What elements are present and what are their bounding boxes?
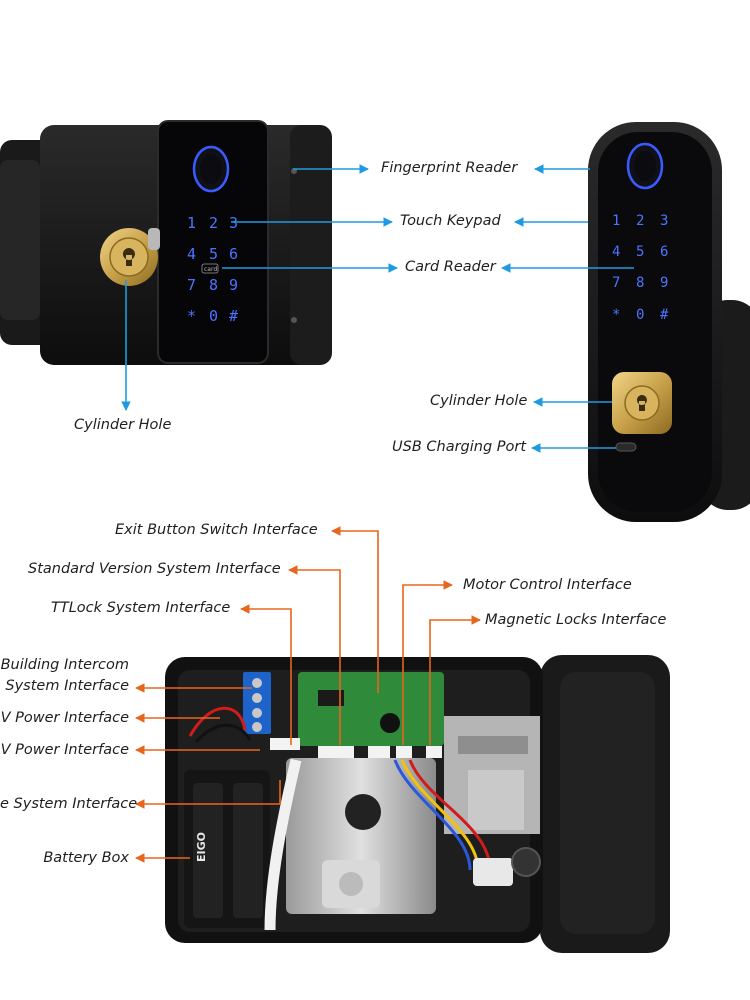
key-7: 7 <box>612 275 620 291</box>
key-7: 7 <box>187 276 196 294</box>
key-4: 4 <box>187 245 196 263</box>
label-standard-version: Standard Version System Interface <box>28 561 281 577</box>
label-card-reader: Card Reader <box>405 259 496 275</box>
label-power-1: V Power Interface <box>0 710 129 726</box>
key-0: 0 <box>209 307 218 325</box>
label-power-2: V Power Interface <box>0 742 129 758</box>
key-5: 5 <box>209 245 218 263</box>
key-8: 8 <box>636 275 644 291</box>
key-3: 3 <box>660 213 668 229</box>
label-system-interface: e System Interface <box>0 796 138 812</box>
key-hash: # <box>229 307 238 325</box>
key-2: 2 <box>209 214 218 232</box>
label-cylinder-hole-right: Cylinder Hole <box>430 393 528 409</box>
interior-lock: EIGO <box>165 655 670 953</box>
key-1: 1 <box>612 213 620 229</box>
key-4: 4 <box>612 244 620 260</box>
label-cylinder-hole-left: Cylinder Hole <box>74 417 172 433</box>
label-building-intercom-2: System Interface <box>5 678 129 694</box>
blue-callouts <box>121 164 634 453</box>
label-building-intercom-1: Building Intercom <box>0 657 129 673</box>
key-9: 9 <box>660 275 668 291</box>
left-keypad: 1 2 3 4 5 6 7 8 9 * 0 # <box>187 214 238 325</box>
key-6: 6 <box>229 245 238 263</box>
key-star: * <box>187 307 196 325</box>
battery-brand: EIGO <box>195 832 208 862</box>
right-lock <box>588 122 750 522</box>
label-exit-button: Exit Button Switch Interface <box>115 522 318 538</box>
svg-text:card: card <box>204 266 217 273</box>
label-ttlock: TTLock System Interface <box>51 600 231 616</box>
key-3: 3 <box>229 214 238 232</box>
orange-callouts <box>135 526 481 863</box>
key-8: 8 <box>209 276 218 294</box>
label-fingerprint-reader: Fingerprint Reader <box>381 160 518 176</box>
label-magnetic-locks: Magnetic Locks Interface <box>485 612 667 628</box>
label-touch-keypad: Touch Keypad <box>400 213 501 229</box>
left-lock <box>0 120 332 365</box>
key-9: 9 <box>229 276 238 294</box>
label-motor-control: Motor Control Interface <box>463 577 632 593</box>
key-2: 2 <box>636 213 644 229</box>
label-battery-box: Battery Box <box>43 850 129 866</box>
key-0: 0 <box>636 307 644 323</box>
right-keypad: 1 2 3 4 5 6 7 8 9 * 0 # <box>612 213 669 323</box>
key-1: 1 <box>187 214 196 232</box>
key-6: 6 <box>660 244 668 260</box>
label-usb-charging-port: USB Charging Port <box>392 439 527 455</box>
left-card-glyph: card <box>201 263 219 274</box>
key-star: * <box>612 307 620 323</box>
key-hash: # <box>660 307 669 323</box>
key-5: 5 <box>636 244 644 260</box>
